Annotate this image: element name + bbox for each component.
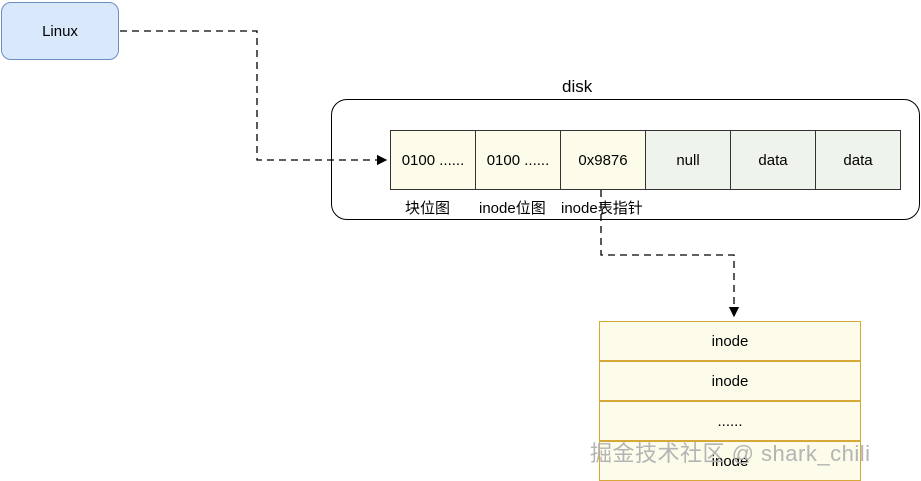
inode-table-row: inode: [599, 321, 861, 361]
inode-row-text: inode: [711, 372, 749, 390]
disk-cell-text: data: [758, 151, 788, 169]
label-block-bitmap: 块位图: [405, 200, 451, 217]
disk-cell-text: 0100 ......: [401, 151, 465, 169]
label-inode-table-pointer: inode表指针: [561, 200, 643, 217]
inode-table-row: ......: [599, 401, 861, 441]
disk-cell-text: 0x9876: [578, 151, 628, 169]
disk-cell-text: data: [843, 151, 873, 169]
pointer-to-inode-arrow: [600, 190, 740, 318]
disk-frame: [331, 99, 920, 220]
linux-node: Linux: [1, 2, 119, 60]
linux-to-disk-arrow: [120, 30, 388, 166]
watermark: 掘金技术社区 @ shark_chili: [590, 441, 871, 466]
disk-cell-inode-bitmap: 0100 ......: [475, 130, 561, 190]
inode-row-text: ......: [717, 412, 743, 430]
disk-cell-text: 0100 ......: [486, 151, 550, 169]
disk-title: disk: [562, 77, 593, 96]
disk-cell-data: data: [730, 130, 816, 190]
disk-cell-text: null: [676, 151, 700, 169]
disk-cell-block-bitmap: 0100 ......: [390, 130, 476, 190]
inode-row-text: inode: [711, 332, 749, 350]
disk-cell-data: data: [815, 130, 901, 190]
disk-cell-null: null: [645, 130, 731, 190]
disk-cell-inode-pointer: 0x9876: [560, 130, 646, 190]
inode-table-row: inode: [599, 441, 861, 481]
label-inode-bitmap: inode位图: [479, 200, 546, 217]
inode-table-row: inode: [599, 361, 861, 401]
inode-row-text: inode: [711, 452, 749, 470]
linux-label: Linux: [42, 22, 78, 40]
